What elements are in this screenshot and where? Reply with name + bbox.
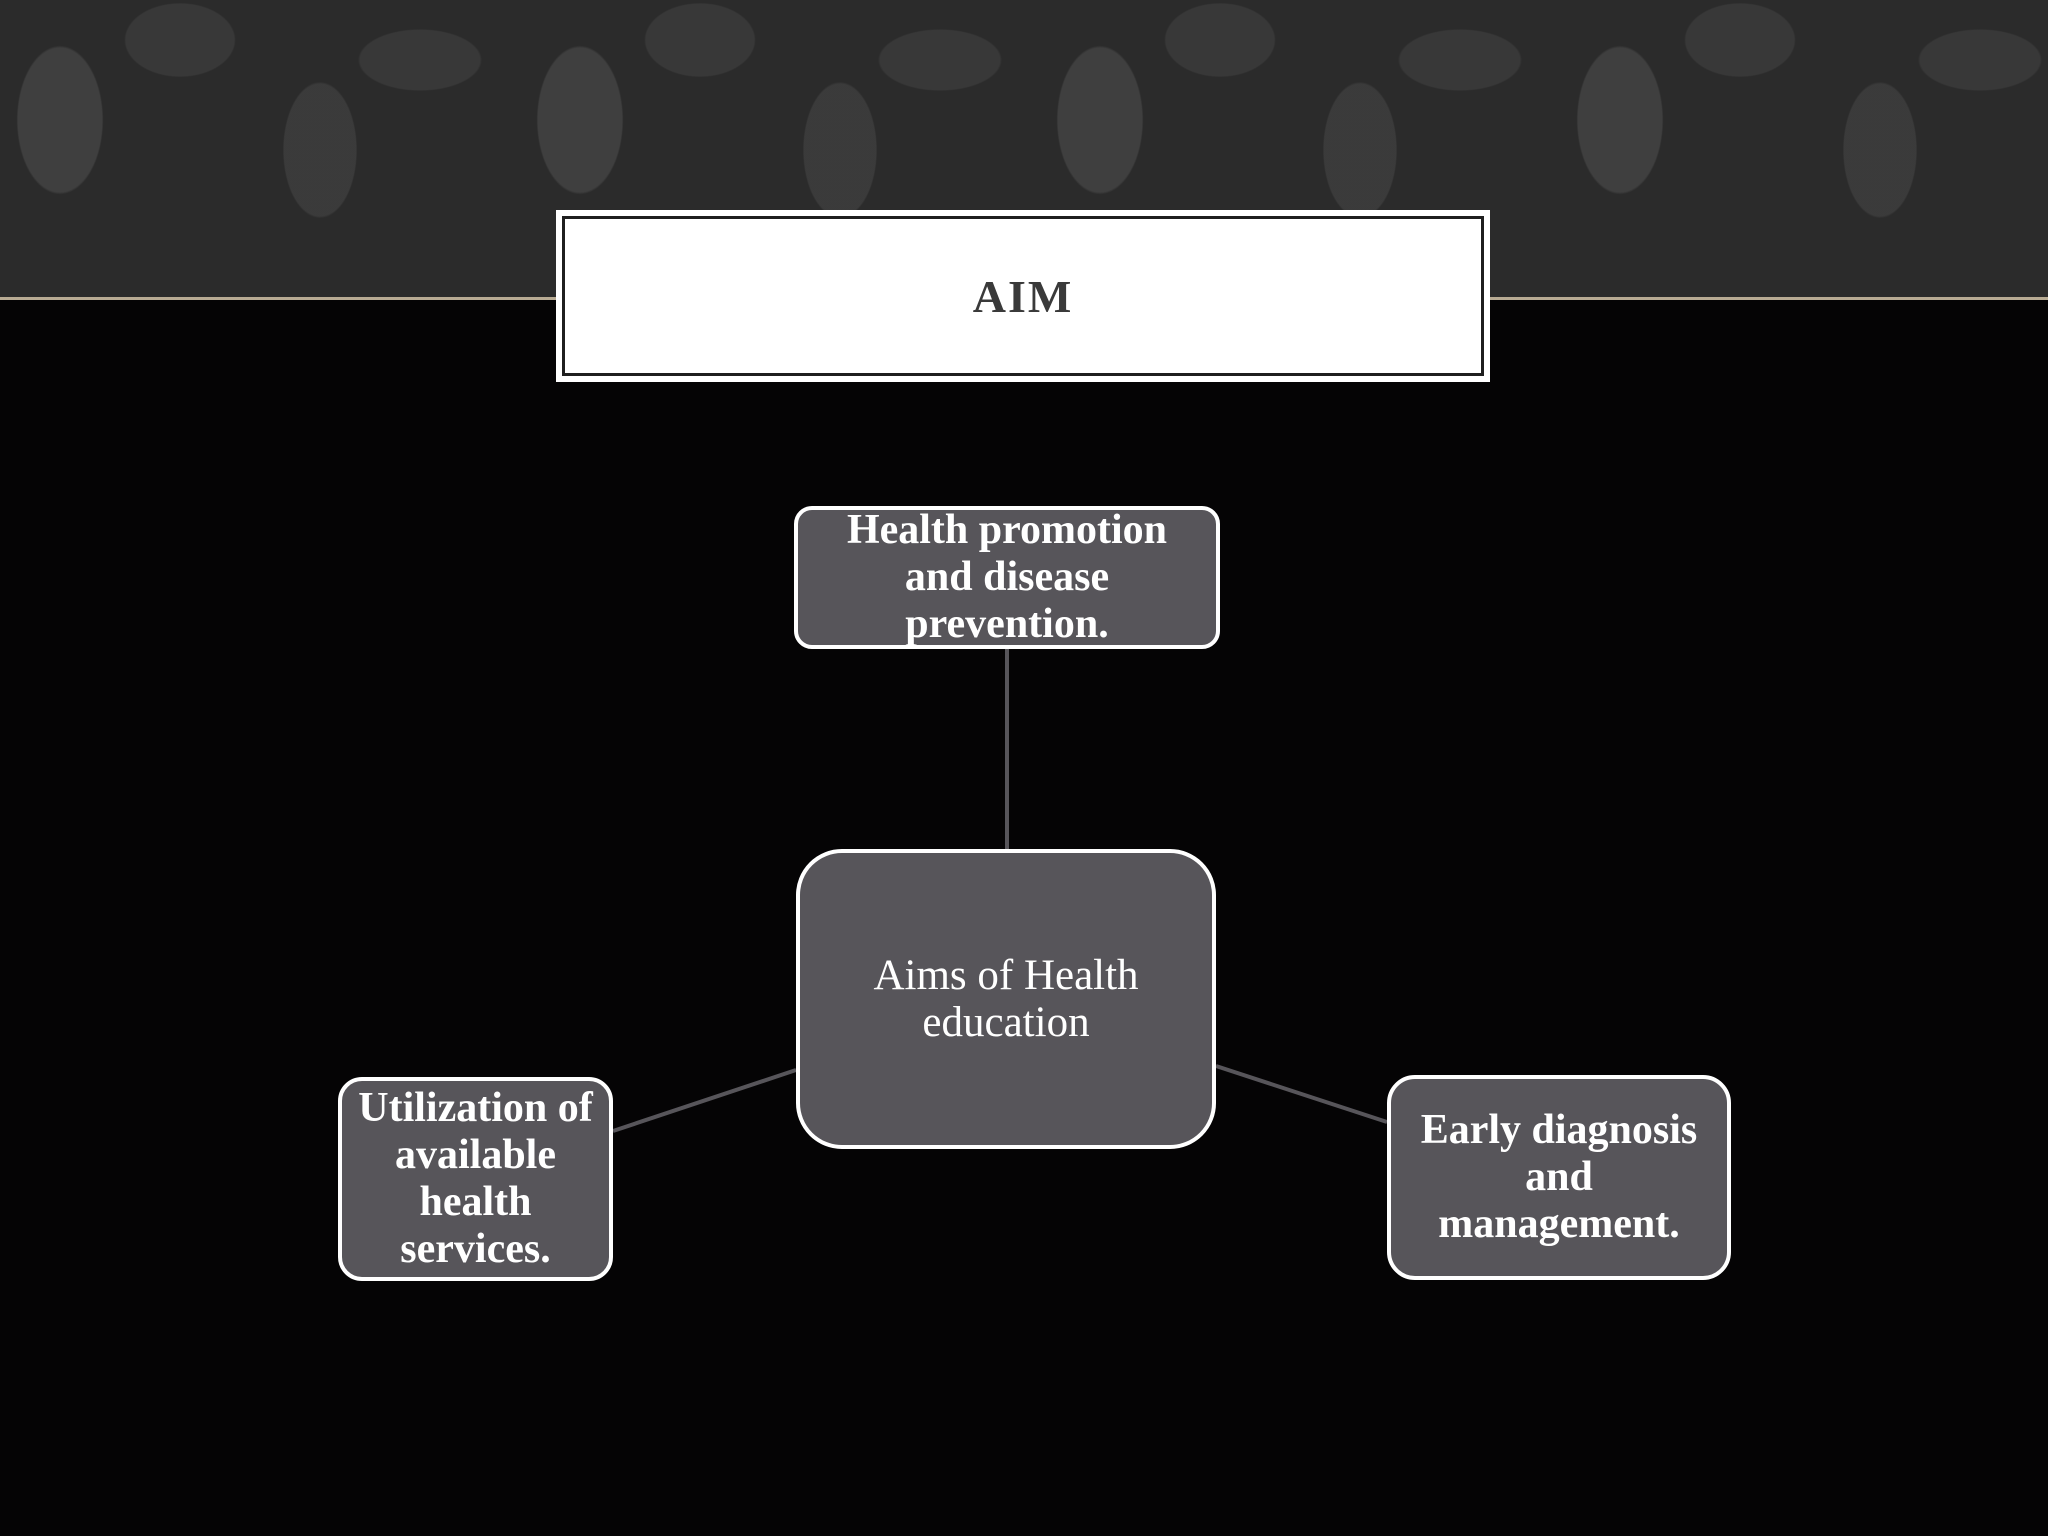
node-early-diagnosis: Early diagnosis and management. [1387, 1075, 1731, 1280]
connector-center-left [612, 1068, 797, 1133]
title-inner-border: AIM [562, 216, 1484, 376]
node-health-promotion: Health promotion and disease prevention. [794, 506, 1220, 649]
connector-center-right [1215, 1064, 1388, 1124]
title-box: AIM [556, 210, 1490, 382]
node-health-promotion-label: Health promotion and disease prevention. [846, 507, 1168, 647]
node-aims-center: Aims of Health education [796, 849, 1216, 1149]
slide-title: AIM [972, 270, 1074, 322]
node-aims-center-label: Aims of Health education [873, 952, 1139, 1046]
node-utilization-label: Utilization of available health services… [358, 1085, 593, 1272]
node-early-diagnosis-label: Early diagnosis and management. [1420, 1107, 1698, 1247]
damask-header-banner [0, 0, 2048, 297]
node-utilization: Utilization of available health services… [338, 1077, 613, 1281]
